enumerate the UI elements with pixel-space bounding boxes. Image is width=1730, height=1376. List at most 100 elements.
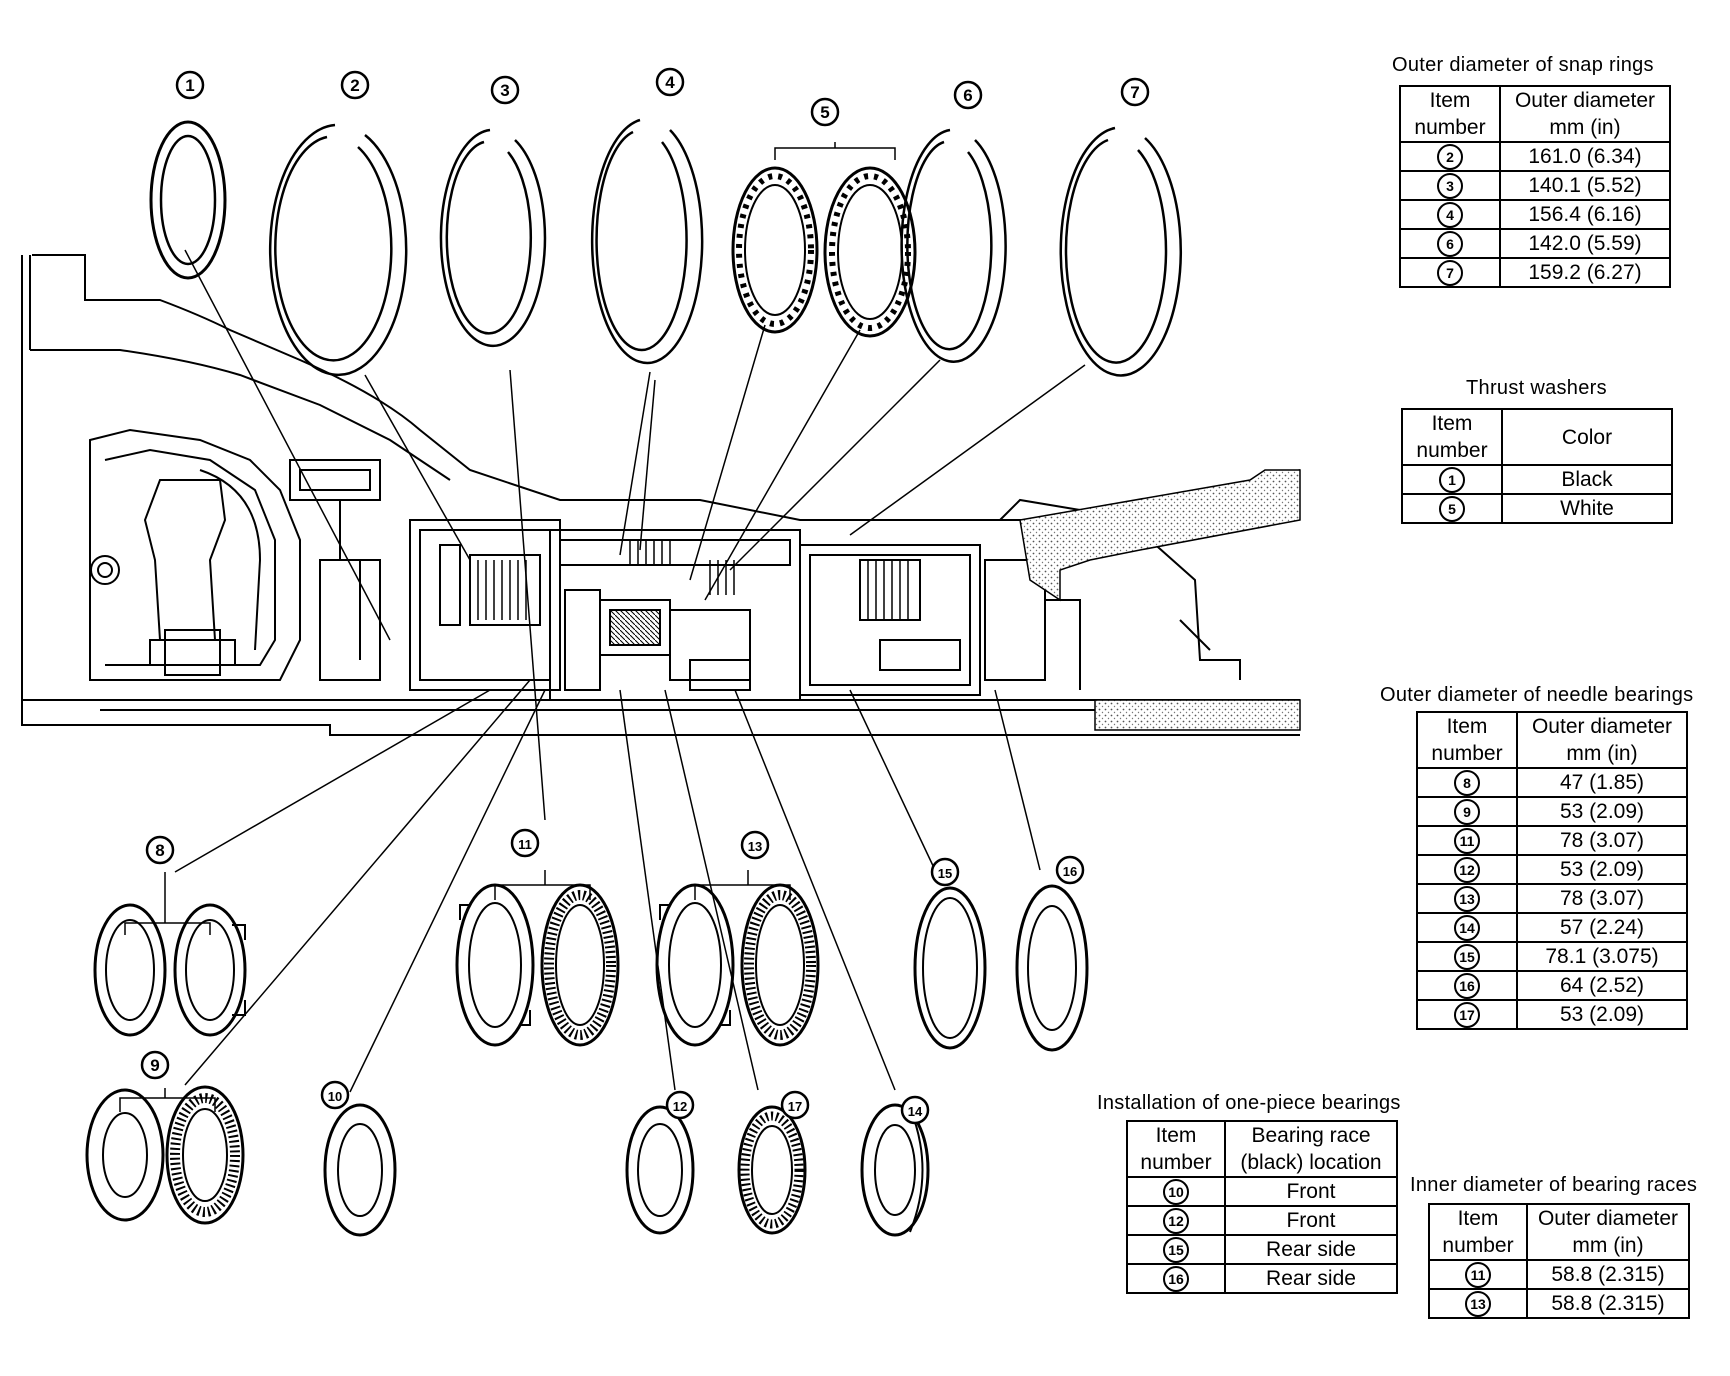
- callout-17-label: 17: [788, 1099, 802, 1114]
- thrust-washers-title: Thrust washers: [1466, 377, 1607, 399]
- callout-9: 9: [140, 1050, 170, 1080]
- callout-6: 6: [953, 80, 983, 110]
- transmission-housing: [21, 254, 1301, 736]
- value-cell: 140.1 (5.52): [1499, 170, 1671, 201]
- callout-15: 15: [930, 857, 960, 887]
- value-cell: 58.8 (2.315): [1526, 1288, 1690, 1319]
- value-cell: White: [1501, 493, 1673, 524]
- bearing-10: [323, 1103, 397, 1237]
- callout-16: 16: [1055, 855, 1085, 885]
- thrust-washer-1: [149, 120, 227, 280]
- outer-diameter-header: Outer diameter mm (in): [1516, 711, 1688, 769]
- needle-bearing-13: [655, 883, 820, 1047]
- item-number-cell: 12: [1126, 1205, 1226, 1236]
- value-cell: Rear side: [1224, 1263, 1398, 1294]
- callout-2: 2: [340, 70, 370, 100]
- callout-2-label: 2: [350, 76, 359, 95]
- value-cell: Front: [1224, 1176, 1398, 1207]
- callout-13-label: 13: [748, 839, 762, 854]
- callout-6-label: 6: [963, 86, 972, 105]
- item-number-cell: 17: [1416, 999, 1518, 1030]
- value-cell: 142.0 (5.59): [1499, 228, 1671, 259]
- item-number-header: Item number: [1399, 85, 1501, 143]
- needle-bearings-title: Outer diameter of needle bearings: [1380, 684, 1694, 706]
- thrust-washer-5a: [731, 166, 819, 334]
- item-number-cell: 3: [1399, 170, 1501, 201]
- value-cell: 78.1 (3.075): [1516, 941, 1688, 972]
- callout-11: 11: [510, 828, 540, 858]
- value-cell: 156.4 (6.16): [1499, 199, 1671, 230]
- item-number-cell: 4: [1399, 199, 1501, 230]
- needle-bearing-8: [93, 903, 247, 1037]
- snap-ring-4: [590, 118, 704, 365]
- callout-17: 17: [780, 1090, 810, 1120]
- outer-diameter-header: Outer diameter mm (in): [1526, 1203, 1690, 1261]
- snap-ring-3: [439, 128, 547, 348]
- outer-diameter-header: Outer diameter mm (in): [1499, 85, 1671, 143]
- casting-rear-shading: [1019, 469, 1301, 602]
- value-cell: Black: [1501, 464, 1673, 495]
- callout-14-label: 14: [908, 1104, 923, 1119]
- item-number-header: Item number: [1401, 408, 1503, 466]
- callout-3: 3: [490, 75, 520, 105]
- bearing-12: [625, 1105, 695, 1235]
- snap-rings-title: Outer diameter of snap rings: [1392, 54, 1654, 76]
- item-number-cell: 2: [1399, 141, 1501, 172]
- callout-7-label: 7: [1130, 83, 1139, 102]
- needle-bearing-17: [737, 1105, 807, 1235]
- callout-1-label: 1: [185, 76, 194, 95]
- callout-5-label: 5: [820, 103, 829, 122]
- item-number-cell: 6: [1399, 228, 1501, 259]
- snap-ring-7: [1059, 126, 1182, 377]
- callout-3-label: 3: [500, 81, 509, 100]
- needle-bearings-header-row: Item number Outer diameter mm (in): [1416, 711, 1688, 769]
- item-number-cell: 11: [1428, 1259, 1528, 1290]
- item-number-cell: 13: [1428, 1288, 1528, 1319]
- callouts: 1 2 3 4 5 6 7 8 9 10 11 12 13 14 15 16 1…: [140, 67, 1150, 1125]
- callout-11-label: 11: [518, 837, 532, 852]
- bearing-race-location-header: Bearing race (black) location: [1224, 1120, 1398, 1178]
- callout-16-label: 16: [1063, 864, 1077, 879]
- bearing-races-header-row: Item number Outer diameter mm (in): [1428, 1203, 1690, 1261]
- callout-15-label: 15: [938, 866, 952, 881]
- needle-bearing-9: [85, 1085, 245, 1225]
- item-number-cell: 13: [1416, 883, 1518, 914]
- needle-bearing-11: [455, 883, 620, 1047]
- value-cell: Rear side: [1224, 1234, 1398, 1265]
- value-cell: 57 (2.24): [1516, 912, 1688, 943]
- value-cell: 78 (3.07): [1516, 825, 1688, 856]
- leader-lines: [119, 142, 1086, 1112]
- bearing-15: [913, 886, 987, 1050]
- item-number-cell: 10: [1126, 1176, 1226, 1207]
- color-header: Color: [1501, 408, 1673, 466]
- callout-1: 1: [175, 70, 205, 100]
- one-piece-header-row: Item number Bearing race (black) locatio…: [1126, 1120, 1398, 1178]
- value-cell: 47 (1.85): [1516, 767, 1688, 798]
- item-number-header: Item number: [1428, 1203, 1528, 1261]
- callout-7: 7: [1120, 77, 1150, 107]
- value-cell: 53 (2.09): [1516, 999, 1688, 1030]
- item-number-cell: 14: [1416, 912, 1518, 943]
- casting-tail-shading: [1094, 699, 1301, 731]
- callout-4: 4: [655, 67, 685, 97]
- item-number-cell: 12: [1416, 854, 1518, 885]
- item-number-cell: 8: [1416, 767, 1518, 798]
- snap-rings-header-row: Item number Outer diameter mm (in): [1399, 85, 1671, 143]
- callout-9-label: 9: [150, 1056, 159, 1075]
